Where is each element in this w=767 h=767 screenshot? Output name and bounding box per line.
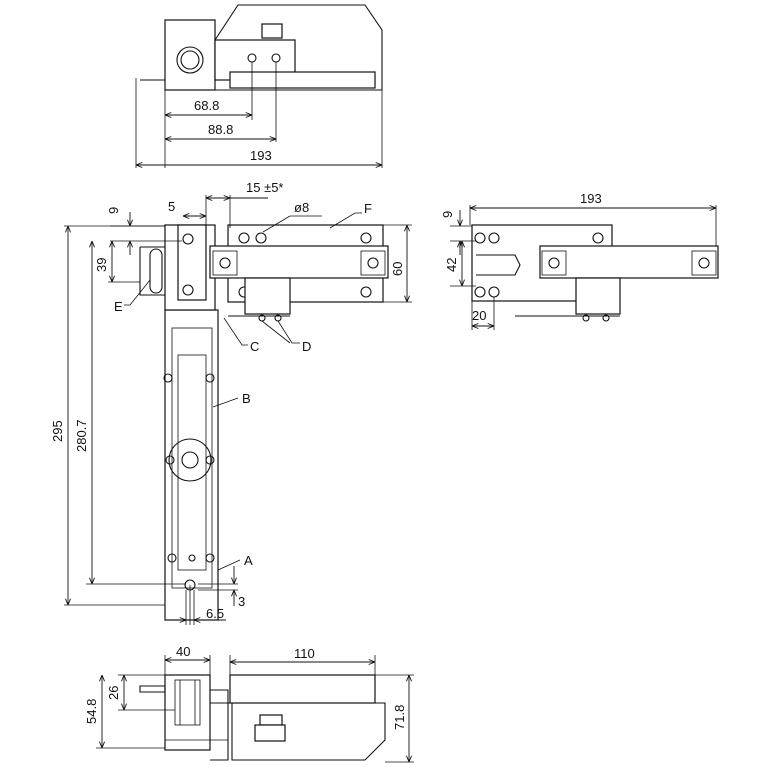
top-view-bore [176,46,204,74]
side-view-spacer [575,277,621,315]
label-E: E [114,299,123,314]
side-view-bolt [539,245,719,279]
dim-68-8: 68.8 [194,98,219,113]
dim-15: 15 ±5* [246,180,284,195]
top-view-cover [214,4,383,91]
dim-3: 3 [238,594,245,609]
front-view-tab [139,246,165,296]
dim-5: 5 [168,199,175,214]
label-F: F [364,201,372,216]
label-B: B [242,391,251,406]
bottom-view-knob [259,714,283,726]
front-view-body [164,309,219,621]
side-view: 193 9 42 20 [440,191,719,330]
dim-20: 20 [472,308,486,323]
dim-42: 42 [444,258,459,272]
dim-193-side: 193 [580,191,602,206]
bottom-view: 40 110 26 54.8 71.8 [84,644,414,763]
front-view: 15 ±5* 5 9 39 ø8 60 295 280.7 6.5 [50,180,412,625]
dim-71-8: 71.8 [392,705,407,730]
dim-26: 26 [106,686,121,700]
dim-110: 110 [294,646,315,661]
dim-60: 60 [390,262,405,276]
dim-6-5: 6.5 [206,606,224,621]
bottom-view-cover [210,702,386,761]
dim-193-top: 193 [250,148,272,163]
top-view: 68.8 88.8 193 [135,4,383,168]
bottom-view-bolt [229,674,376,704]
top-view-bolt [229,71,376,89]
dim-280-7: 280.7 [74,419,89,452]
dim-9-side: 9 [440,211,455,218]
label-A: A [244,553,253,568]
dim-295: 295 [50,420,65,442]
top-view-housing [164,19,216,91]
bottom-view-housing [164,674,211,751]
dim-9-front: 9 [106,207,121,214]
dim-88-8: 88.8 [208,122,233,137]
bottom-view-frame [210,689,229,761]
bottom-view-tab [139,685,166,693]
dim-54-8: 54.8 [84,699,99,724]
dim-40: 40 [176,644,190,659]
label-C: C [250,339,259,354]
front-view-hub [168,438,212,482]
label-D: D [302,339,311,354]
front-view-spacer [244,277,291,315]
top-view-knob [261,23,283,39]
front-view-bolt [209,245,389,279]
dim-39: 39 [94,258,109,272]
dim-ø8: ø8 [294,200,309,215]
